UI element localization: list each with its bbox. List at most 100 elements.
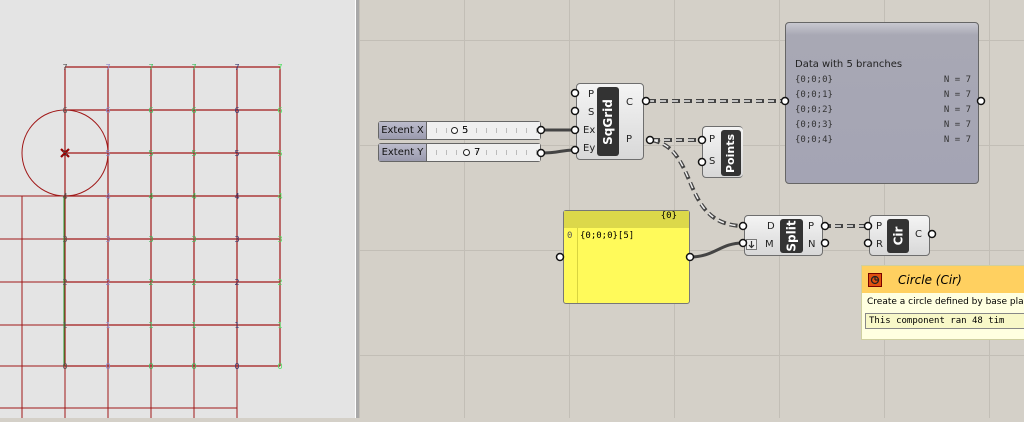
branch-count: N = 7 — [943, 75, 971, 85]
branch-count: N = 7 — [943, 105, 971, 115]
point-index-label: 6 — [277, 106, 282, 115]
panel-header: {0} — [564, 211, 689, 228]
point-index-label: 3 — [148, 235, 153, 244]
point-index-label: 2 — [62, 278, 67, 287]
panel[interactable]: {0} 0 {0;0;0}[5] — [563, 210, 690, 304]
panel-index: 0 — [567, 231, 573, 241]
viewer-branch-row: {0;0;1} N = 7 — [795, 90, 971, 105]
pane-splitter[interactable] — [355, 0, 359, 418]
slider-extent-x[interactable]: Extent X 5 — [378, 121, 541, 140]
param-viewer[interactable]: Data with 5 branches {0;0;0}N = 7{0;0;1}… — [785, 22, 979, 184]
point-index-label: 1 — [148, 321, 153, 330]
point-index-label: 0 — [191, 362, 196, 371]
point-index-label: 3 — [277, 235, 282, 244]
point-index-label: 6 — [148, 106, 153, 115]
preview-circle — [21, 109, 109, 197]
circle-center-marker — [60, 148, 70, 158]
point-index-label: 0 — [62, 362, 67, 371]
branch-count: N = 7 — [943, 135, 971, 145]
input-p[interactable]: P — [709, 134, 716, 145]
point-index-label: 2 — [105, 278, 110, 287]
slider-extent-y[interactable]: Extent Y 7 — [378, 143, 541, 162]
input-ex[interactable]: Ex — [583, 125, 596, 136]
point-index-label: 1 — [191, 321, 196, 330]
panel-value: {0;0;0}[5] — [580, 231, 635, 241]
points-component[interactable]: P S Points — [702, 126, 743, 178]
point-index-label: 1 — [277, 321, 282, 330]
point-index-label: 4 — [191, 192, 196, 201]
output-p[interactable]: P — [626, 134, 633, 145]
slider-label: Extent Y — [379, 144, 427, 161]
input-d[interactable]: D — [767, 221, 775, 232]
point-index-label: 1 — [234, 321, 239, 330]
point-index-label: 5 — [62, 149, 67, 158]
circle-component[interactable]: P R Cir C — [869, 215, 930, 256]
split-component[interactable]: D M Split P N — [744, 215, 823, 256]
input-s[interactable]: S — [709, 156, 716, 167]
graft-arrow-icon[interactable] — [746, 239, 757, 250]
viewer-title: Data with 5 branches — [795, 59, 903, 70]
input-p[interactable]: P — [876, 221, 883, 232]
point-index-label: 7 — [148, 63, 153, 72]
sqgrid-component[interactable]: P S Ex Ey SqGrid C P — [576, 83, 644, 160]
tooltip-description: Create a circle defined by base plan — [867, 297, 1024, 307]
branch-path: {0;0;2} — [795, 105, 833, 115]
tooltip-title: Circle (Cir) — [898, 272, 962, 287]
point-index-label: 4 — [105, 192, 110, 201]
point-index-label: 6 — [191, 106, 196, 115]
output-c[interactable]: C — [626, 97, 633, 108]
point-index-label: 0 — [277, 362, 282, 371]
point-index-label: 3 — [234, 235, 239, 244]
point-index-label: 7 — [62, 63, 67, 72]
point-index-label: 6 — [62, 106, 67, 115]
point-index-label: 7 — [105, 63, 110, 72]
point-index-label: 0 — [148, 362, 153, 371]
point-index-label: 5 — [148, 149, 153, 158]
point-index-label: 1 — [62, 321, 67, 330]
output-n[interactable]: N — [808, 239, 816, 250]
component-nickname: Cir — [887, 219, 909, 253]
input-r[interactable]: R — [876, 239, 883, 250]
circle-component-icon — [868, 272, 882, 287]
point-index-label: 6 — [105, 106, 110, 115]
point-index-label: 7 — [277, 63, 282, 72]
point-index-label: 4 — [277, 192, 282, 201]
output-c[interactable]: C — [915, 229, 922, 240]
viewer-branch-row: {0;0;4} N = 7 — [795, 135, 971, 150]
slider-value: 5 — [462, 125, 469, 136]
point-index-label: 4 — [148, 192, 153, 201]
point-index-label: 5 — [191, 149, 196, 158]
component-nickname: Split — [780, 219, 803, 253]
branch-path: {0;0;1} — [795, 90, 833, 100]
point-index-label: 3 — [62, 235, 67, 244]
point-index-label: 5 — [105, 149, 110, 158]
point-index-label: 2 — [148, 278, 153, 287]
branch-path: {0;0;4} — [795, 135, 833, 145]
branch-count: N = 7 — [943, 90, 971, 100]
branch-count: N = 7 — [943, 120, 971, 130]
viewer-branch-row: {0;0;3}N = 7 — [795, 120, 971, 135]
slider-grip[interactable] — [463, 149, 470, 156]
input-ey[interactable]: Ey — [583, 143, 596, 154]
tooltip-runtime: This component ran 48 tim — [865, 313, 1024, 329]
point-index-label: 7 — [191, 63, 196, 72]
point-index-label: 4 — [62, 192, 67, 201]
point-index-label: 4 — [234, 192, 239, 201]
branch-path: {0;0;0} — [795, 75, 833, 85]
viewer-branch-row: {0;0;0} N = 7 — [795, 75, 971, 90]
point-index-label: 5 — [234, 149, 239, 158]
point-index-label: 1 — [105, 321, 110, 330]
slider-grip[interactable] — [451, 127, 458, 134]
input-p[interactable]: P — [588, 89, 595, 100]
viewport-geometry: 7654321076543210765432107654321076543210… — [0, 63, 283, 418]
slider-value: 7 — [474, 147, 481, 158]
slider-label: Extent X — [379, 122, 427, 139]
point-index-label: 2 — [191, 278, 196, 287]
input-s[interactable]: S — [588, 107, 595, 118]
component-tooltip: Circle (Cir) Create a circle defined by … — [861, 265, 1024, 340]
output-p[interactable]: P — [808, 221, 815, 232]
input-m[interactable]: M — [765, 239, 774, 250]
point-index-label: 7 — [234, 63, 239, 72]
point-index-label: 0 — [234, 362, 239, 371]
